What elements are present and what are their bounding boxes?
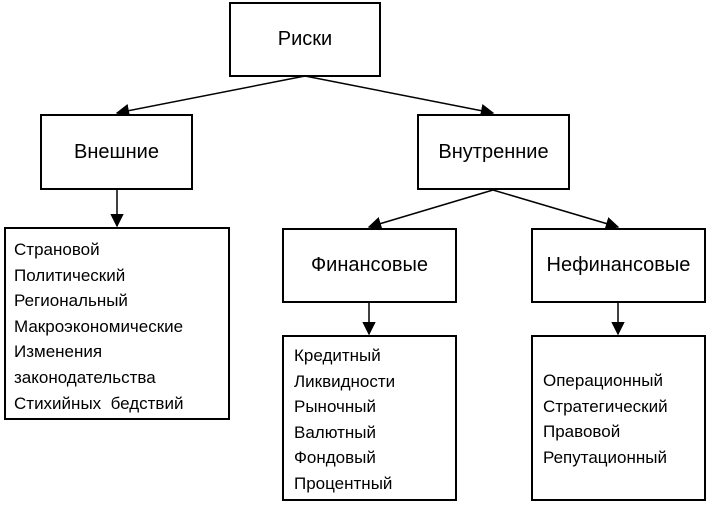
list-item: Валютный — [294, 422, 376, 442]
list-item: Макроэкономические — [14, 316, 184, 336]
arrow-internal-to-financial — [367, 189, 494, 230]
list-item: Правовой — [543, 422, 621, 442]
nonfinancial-label: Нефинансовые — [546, 254, 691, 276]
list-item: Рыночный — [294, 397, 376, 417]
arrow-root-to-internal — [304, 75, 495, 118]
list-item: Фондовый — [294, 448, 376, 468]
internal-label: Внутренние — [438, 140, 549, 163]
arrow-internal-to-nonfinancial — [492, 189, 620, 231]
list-item: Ликвидности — [294, 371, 396, 391]
list-item: Страновой — [14, 240, 100, 259]
list-item: Процентный — [294, 473, 393, 493]
financial-list: Кредитный Ликвидности Рыночный Валютный … — [282, 335, 457, 501]
external-node: Внешние — [40, 114, 193, 190]
list-item: Кредитный — [294, 346, 381, 365]
external-label: Внешние — [74, 140, 159, 163]
root-node: Риски — [229, 2, 381, 77]
nonfinancial-node: Нефинансовые — [531, 228, 706, 303]
list-item: Политический — [14, 265, 126, 285]
list-item: законодательства — [14, 367, 156, 387]
root-label: Риски — [277, 28, 333, 50]
arrow-root-to-external — [115, 75, 306, 118]
list-item: Изменения — [14, 342, 103, 362]
financial-node: Финансовые — [282, 228, 457, 303]
list-item: Региональный — [14, 291, 128, 311]
list-item: Стратегический — [543, 396, 668, 416]
list-item: Стихийных бедствий — [14, 393, 184, 413]
external-list: Страновой Политический Региональный Макр… — [4, 227, 230, 420]
nonfinancial-list: Операционный Стратегический Правовой Реп… — [531, 335, 706, 501]
financial-label: Финансовые — [310, 254, 429, 276]
list-item: Репутационный — [543, 447, 667, 467]
list-item: Операционный — [543, 371, 663, 390]
internal-node: Внутренние — [417, 114, 570, 190]
